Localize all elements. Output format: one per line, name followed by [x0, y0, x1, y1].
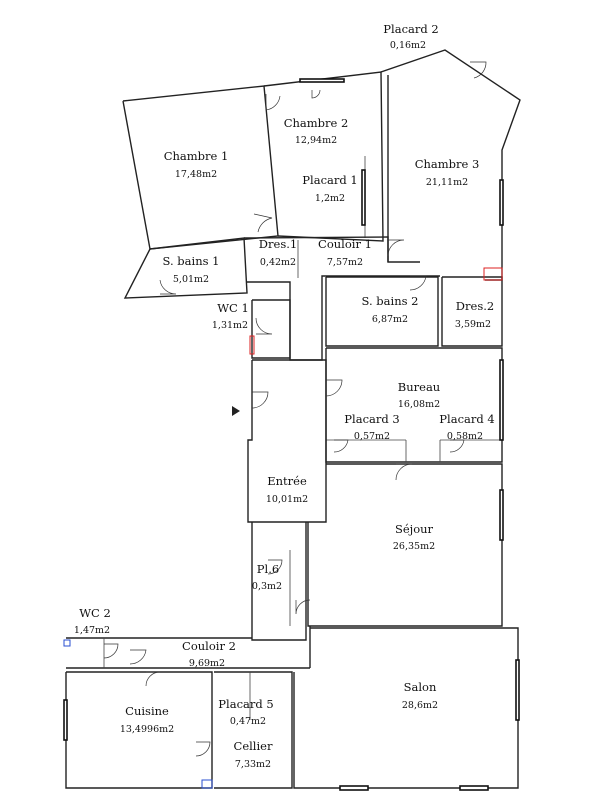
room-area: 1,2m2: [315, 193, 345, 204]
room-name: Cuisine: [125, 704, 169, 718]
wall-s-bains-2: [325, 276, 439, 347]
room-area: 13,4996m2: [120, 724, 174, 735]
room-name: Placard 1: [302, 173, 357, 187]
door-entree: [251, 391, 269, 409]
markers: [63, 267, 503, 789]
door-chambre-1: [253, 213, 273, 233]
room-area: 5,01m2: [173, 274, 209, 285]
room-area: 0,42m2: [260, 257, 296, 268]
room-area: 28,6m2: [402, 700, 438, 711]
room-name: Chambre 1: [164, 149, 229, 163]
marker-cuisine: [201, 779, 213, 789]
room-area: 12,94m2: [295, 135, 337, 146]
room-area: 1,47m2: [74, 625, 110, 636]
room-area: 0,47m2: [230, 716, 266, 727]
room-name: Chambre 3: [415, 157, 480, 171]
window-salon-bottom-2: [459, 785, 489, 791]
wall-entree: [247, 359, 327, 523]
wall-dres-2: [441, 276, 503, 347]
room-name: Salon: [404, 680, 437, 694]
room-name: S. bains 2: [362, 294, 419, 308]
door-salon: [295, 599, 311, 615]
room-area: 6,87m2: [372, 314, 408, 325]
wall-salon: [293, 627, 519, 789]
window-salon-bottom-1: [339, 785, 369, 791]
windows: [63, 78, 520, 791]
door-sejour: [395, 463, 413, 481]
room-name: Pl.6: [257, 562, 279, 576]
room-name: Cellier: [234, 739, 273, 753]
door-chambre-3-a: [470, 61, 487, 79]
room-area: 0,16m2: [390, 40, 426, 51]
marker-dres-2: [483, 267, 503, 281]
room-area: 1,31m2: [212, 320, 248, 331]
room-area: 7,33m2: [235, 759, 271, 770]
room-area: 0,58m2: [447, 431, 483, 442]
door-chambre-2-b: [311, 89, 321, 99]
marker-wc-1: [249, 335, 255, 355]
room-name: S. bains 1: [163, 254, 220, 268]
door-bureau: [325, 379, 343, 397]
wall-pl-6: [251, 522, 307, 641]
wall-cellier: [214, 671, 293, 789]
door-s-bains-1: [159, 279, 177, 295]
room-area: 26,35m2: [393, 541, 435, 552]
door-couloir-2: [129, 649, 147, 665]
door-pl-6: [267, 559, 283, 575]
room-name: Couloir 2: [182, 639, 236, 653]
doors: [103, 61, 487, 757]
room-name: WC 1: [217, 301, 249, 315]
room-name: Bureau: [398, 380, 440, 394]
door-placard-4: [449, 439, 465, 453]
room-area: 21,11m2: [426, 177, 468, 188]
room-area: 7,57m2: [327, 257, 363, 268]
window-sejour: [499, 489, 504, 541]
window-placard-1: [361, 169, 366, 226]
room-name: Dres.2: [456, 299, 494, 313]
room-name: Séjour: [395, 522, 434, 536]
room-area: 17,48m2: [175, 169, 217, 180]
window-salon: [515, 659, 520, 721]
room-name: Placard 4: [439, 412, 494, 426]
room-area: 0,57m2: [354, 431, 390, 442]
room-name: WC 2: [79, 606, 111, 620]
wall-wc-1: [251, 299, 291, 359]
window-chambre-3: [499, 179, 504, 226]
window-chambre-2: [299, 78, 345, 83]
room-name: Placard 3: [344, 412, 399, 426]
room-area: 9,69m2: [189, 658, 225, 669]
marker-wc-2: [63, 639, 71, 647]
room-name: Couloir 1: [318, 237, 372, 251]
door-wc-1: [255, 317, 273, 335]
room-name: Placard 5: [218, 697, 273, 711]
wall-sejour: [307, 463, 503, 627]
door-s-bains-2: [409, 275, 427, 291]
door-wc-2: [103, 643, 119, 659]
room-area: 10,01m2: [266, 494, 308, 505]
door-chambre-3-b: [387, 239, 405, 257]
wall-couloir-1: [243, 236, 420, 263]
entry-arrow-icon: [232, 406, 240, 416]
room-area: 0,3m2: [252, 581, 282, 592]
room-name: Dres.1: [259, 237, 297, 251]
room-name: Entrée: [267, 474, 307, 488]
door-placard-3: [333, 439, 349, 453]
door-cellier: [195, 741, 211, 757]
walls: [65, 49, 521, 789]
room-name: Placard 2: [383, 22, 438, 36]
room-area: 3,59m2: [455, 319, 491, 330]
window-cuisine: [63, 699, 68, 741]
door-cuisine: [145, 671, 161, 687]
door-chambre-2-a: [265, 94, 281, 111]
window-bureau: [499, 359, 504, 441]
wall-chambre-1: [122, 85, 279, 250]
wall-s-bains-1: [123, 237, 248, 299]
room-labels: Placard 2 0,16m2 Chambre 1 17,48m2 Chamb…: [74, 22, 495, 770]
room-name: Chambre 2: [284, 116, 349, 130]
room-area: 16,08m2: [398, 399, 440, 410]
